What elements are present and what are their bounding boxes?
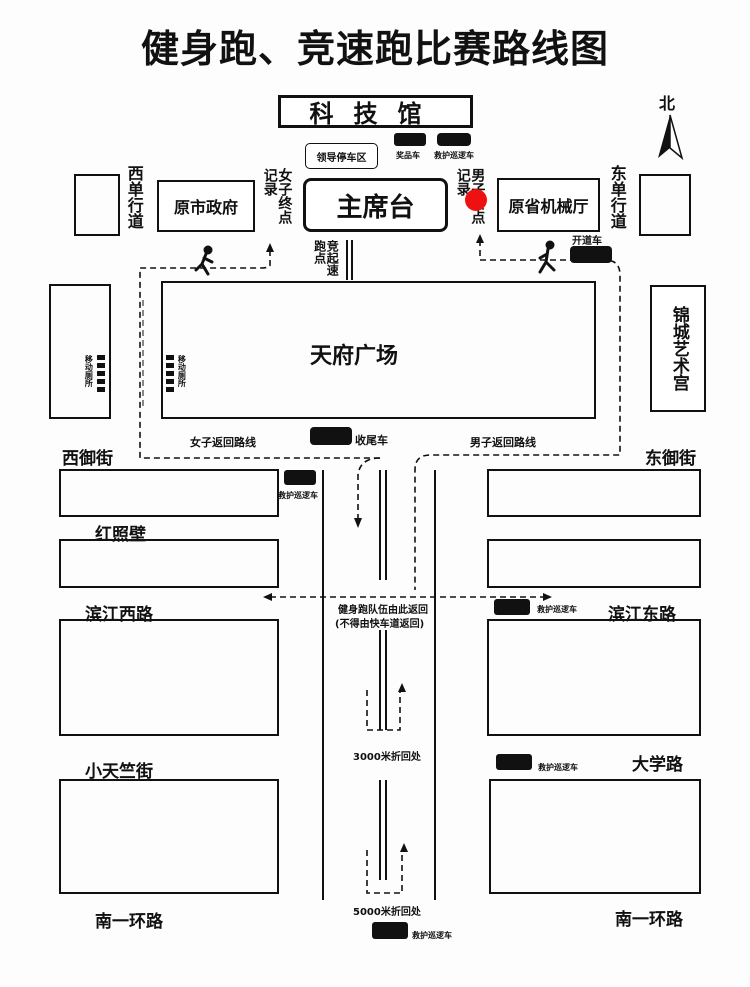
toilet-label: 移动厕所 — [177, 355, 187, 387]
patrol-van-icon — [496, 754, 532, 770]
sweep-car-label: 收尾车 — [355, 434, 388, 447]
street-dongyu: 东御街 — [645, 449, 696, 469]
one-way-east: 东单行道 — [607, 165, 627, 229]
route-dashed — [139, 240, 621, 894]
block — [487, 619, 701, 736]
north-label: 北 — [659, 94, 676, 113]
prize-car-label: 奖品车 — [396, 151, 420, 160]
block — [487, 539, 701, 588]
block — [59, 469, 279, 517]
patrol-van-icon — [284, 470, 316, 485]
patrol-car-label: 救护巡逻车 — [538, 763, 578, 772]
street-daxue: 大学路 — [632, 755, 683, 775]
fitness-turn-note: (不得由快车道返回) — [335, 619, 425, 630]
patrol-car-label: 救护巡逻车 — [278, 491, 318, 500]
patrol-car-label: 救护巡逻车 — [434, 151, 474, 160]
plaza-label: 天府广场 — [310, 344, 399, 369]
sweep-van-icon — [310, 427, 352, 445]
street-nanyihuan-west: 南一环路 — [95, 912, 163, 932]
block — [489, 779, 701, 894]
street-hongzhaobi: 红照壁 — [95, 525, 146, 545]
art-palace: 锦城艺术宫 — [650, 285, 706, 412]
rostrum: 主席台 — [303, 178, 448, 232]
patrol-van-icon — [372, 922, 408, 939]
block — [59, 539, 279, 588]
prize-van-icon — [394, 133, 426, 146]
block-nw — [74, 174, 120, 236]
one-way-west: 西单行道 — [124, 165, 144, 229]
patrol-van-icon — [437, 133, 471, 146]
turn-3000-label: 3000米折回处 — [353, 752, 421, 763]
red-marker — [465, 189, 487, 211]
lead-car-label: 开道车 — [572, 236, 602, 247]
runner-icon — [538, 240, 556, 274]
block — [59, 619, 279, 736]
men-return-label: 男子返回路线 — [470, 436, 536, 449]
old-machinery-hall: 原省机械厅 — [497, 178, 600, 232]
block — [487, 469, 701, 517]
block-ne — [639, 174, 691, 236]
patrol-van-icon — [494, 599, 530, 615]
street-binjiang-west: 滨江西路 — [85, 605, 153, 625]
art-palace-label: 锦城艺术宫 — [668, 306, 689, 391]
women-finish: 女子终点记录 — [261, 168, 293, 224]
street-binjiang-east: 滨江东路 — [608, 605, 676, 625]
runner-icon — [194, 245, 214, 276]
toilet-label: 移动厕所 — [84, 355, 94, 387]
van-icons — [284, 133, 612, 939]
patrol-car-label: 救护巡逻车 — [412, 931, 452, 940]
patrol-car-label: 救护巡逻车 — [537, 605, 577, 614]
street-nanyihuan-east: 南一环路 — [615, 910, 683, 930]
plaza-block — [161, 281, 596, 419]
street-xiaotianzhu: 小天竺街 — [85, 762, 153, 782]
turn-5000-label: 5000米折回处 — [353, 907, 421, 918]
lead-van-icon — [570, 246, 612, 263]
science-museum: 科技馆 — [278, 95, 473, 128]
block-west — [49, 284, 111, 419]
fitness-turn-label: 健身跑队伍由此返回 — [338, 605, 428, 616]
block — [59, 779, 279, 894]
map-title: 健身跑、竞速跑比赛路线图 — [140, 27, 609, 71]
old-city-gov: 原市政府 — [157, 180, 255, 232]
race-start: 竞起速跑点 — [312, 240, 340, 276]
street-xiyu: 西御街 — [62, 449, 113, 469]
women-return-label: 女子返回路线 — [190, 436, 256, 449]
leader-parking: 领导停车区 — [305, 143, 378, 169]
